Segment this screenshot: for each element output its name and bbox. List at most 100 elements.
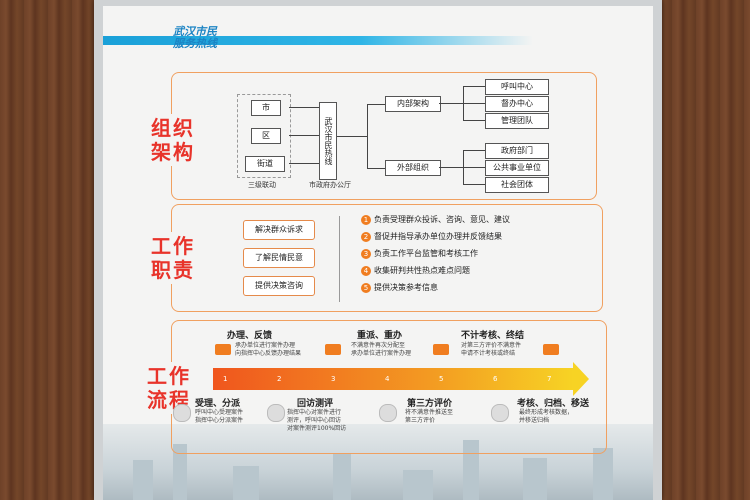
duty-pill-understand-opinion: 了解民情民意 [243, 248, 315, 268]
external-item-government: 政府部门 [485, 143, 549, 159]
step-handle-feedback-title: 办理、反馈 [227, 331, 273, 341]
step-third-party-title: 第三方评价 [407, 399, 453, 409]
external-item-social-groups: 社会团体 [485, 177, 549, 193]
step-accept-dispatch-title: 受理、分派 [195, 399, 241, 409]
step-desc-line: 对案件测评100%回访 [287, 425, 347, 432]
center-hotline: 武汉市民热线 [319, 102, 337, 180]
internal-structure: 内部架构 [385, 96, 441, 112]
step-handle-feedback-desc: 承办单位进行案件办理 向指挥中心反馈办理结果 [235, 342, 301, 358]
internal-item-management-team: 管理团队 [485, 113, 549, 129]
duty-text: 负责工作平台监管和考核工作 [374, 249, 478, 258]
step-number-6: 6 [493, 375, 498, 383]
step-desc-line: 对第三方评价不满意件 [461, 342, 522, 349]
step-desc-line: 呼叫中心受理案件 [195, 409, 244, 416]
internal-item-call-center: 呼叫中心 [485, 79, 549, 95]
internal-item-supervision-center: 督办中心 [485, 96, 549, 112]
step-desc-line: 申请不计考核或终结 [461, 350, 516, 357]
poster-board: 武汉市民 服务热线 组织 架构 市 区 街道 三级联动 武汉市民热线 市政府办公… [103, 6, 653, 500]
building [173, 444, 187, 500]
connector [463, 103, 485, 104]
disc-icon [173, 404, 191, 422]
duty-number: 2 [361, 232, 371, 242]
step-desc-line: 将不满意件推送至 [405, 409, 454, 416]
connector [289, 135, 319, 136]
duty-number: 5 [361, 283, 371, 293]
flow-label-line-1: 工作 [147, 364, 191, 388]
duty-text: 督促并指导承办单位办理并反馈结果 [374, 232, 502, 241]
step-assess-archive-title: 考核、归档、移送 [517, 399, 590, 409]
title-line-2: 服务热线 [173, 37, 217, 50]
duties-section-label: 工作 职责 [151, 232, 195, 284]
duties-label-line-1: 工作 [151, 234, 195, 258]
step-desc-line: 向指挥中心反馈办理结果 [235, 350, 302, 357]
process-arrow [213, 368, 573, 390]
connector [463, 120, 485, 121]
step-redispatch-title: 重派、重办 [357, 331, 403, 341]
step-third-party-desc: 将不满意件推送至 第三方评价 [405, 409, 453, 425]
title-strip [103, 36, 533, 45]
duty-number: 4 [361, 266, 371, 276]
external-organization: 外部组织 [385, 160, 441, 176]
connector [289, 107, 319, 108]
laptop-icon [325, 344, 341, 355]
org-label-line-1: 组织 [151, 116, 195, 140]
step-desc-line: 测评，呼叫中心回访 [287, 417, 342, 424]
laptop-icon [433, 344, 449, 355]
step-desc-line: 指挥中心对案件进行 [287, 409, 342, 416]
step-terminate-desc: 对第三方评价不满意件 申请不计考核或终结 [461, 342, 521, 358]
org-label-line-2: 架构 [151, 140, 195, 164]
duty-text: 提供决策参考信息 [374, 283, 438, 292]
step-revisit-desc: 指挥中心对案件进行 测评，呼叫中心回访 对案件测评100%回访 [287, 409, 346, 433]
step-number-7: 7 [547, 375, 552, 383]
city-skyline-background [103, 424, 653, 500]
org-section-label: 组织 架构 [151, 114, 195, 166]
step-desc-line: 指挥中心分派案件 [195, 417, 244, 424]
step-number-5: 5 [439, 375, 444, 383]
connector [337, 136, 367, 137]
duty-text: 收集研判共性热点难点问题 [374, 266, 470, 275]
step-accept-dispatch-desc: 呼叫中心受理案件 指挥中心分派案件 [195, 409, 243, 425]
duty-number: 1 [361, 215, 371, 225]
connector [439, 167, 463, 168]
building [233, 466, 259, 500]
building [333, 454, 351, 500]
step-desc-line: 最终形成考核数据， [519, 409, 574, 416]
building [523, 458, 547, 500]
level-district: 区 [251, 128, 281, 144]
laptop-icon [543, 344, 559, 355]
connector [367, 168, 385, 169]
step-terminate-title: 不计考核、终结 [461, 331, 525, 341]
duty-number: 3 [361, 249, 371, 259]
connector [463, 86, 485, 87]
step-number-1: 1 [223, 375, 228, 383]
duties-divider [339, 216, 340, 302]
external-item-public-utilities: 公共事业单位 [485, 160, 549, 176]
level-street: 街道 [245, 156, 285, 172]
step-desc-line: 并移送归档 [519, 417, 550, 424]
disc-icon [491, 404, 509, 422]
title-line-1: 武汉市民 [173, 25, 217, 38]
level-city: 市 [251, 100, 281, 116]
levels-caption: 三级联动 [248, 181, 276, 189]
center-caption: 市政府办公厅 [309, 181, 351, 189]
duties-label-line-2: 职责 [151, 258, 195, 282]
building [463, 440, 479, 500]
step-desc-line: 承办单位进行案件办理 [351, 350, 412, 357]
step-number-3: 3 [331, 375, 336, 383]
connector [463, 167, 485, 168]
step-assess-archive-desc: 最终形成考核数据， 并移送归档 [519, 409, 573, 425]
connector [367, 104, 368, 168]
step-revisit-title: 回访测评 [297, 399, 334, 409]
building [593, 448, 613, 500]
step-redispatch-desc: 不满意件再次分配至 承办单位进行案件办理 [351, 342, 411, 358]
connector [289, 163, 319, 164]
center-hotline-label: 武汉市民热线 [324, 117, 333, 165]
duty-text: 负责受理群众投诉、咨询、意见、建议 [374, 215, 510, 224]
disc-icon [379, 404, 397, 422]
step-number-4: 4 [385, 375, 390, 383]
